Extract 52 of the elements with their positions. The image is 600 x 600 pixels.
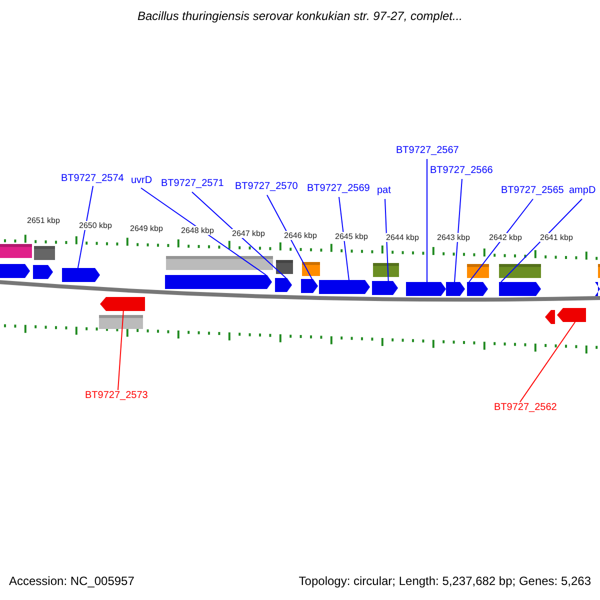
gene-feature — [545, 310, 555, 324]
accession-text: Accession: NC_005957 — [9, 574, 134, 588]
scale-label: 2647 kbp — [232, 229, 265, 238]
scale-label: 2643 kbp — [437, 233, 470, 242]
scale-label: 2646 kbp — [284, 231, 317, 240]
gene-label: BT9727_2569 — [307, 183, 370, 195]
scale-label: 2648 kbp — [181, 226, 214, 235]
gene-label: BT9727_2566 — [430, 165, 493, 177]
topology-text: Topology: circular; Length: 5,237,682 bp; Genes: 5,263 — [298, 574, 591, 588]
gene-label: BT9727_2562 — [494, 402, 557, 414]
leader-line — [468, 198, 534, 282]
scale-label: 2645 kbp — [335, 232, 368, 241]
leader-line — [500, 198, 582, 282]
gene-label: uvrD — [131, 175, 152, 187]
gene-feature — [100, 297, 145, 311]
leader-line — [384, 198, 389, 282]
title: Bacillus thuringiensis serovar konkukian str. 97-27, complet... — [136, 9, 464, 23]
leader-line — [77, 186, 94, 268]
scale-label: 2642 kbp — [489, 233, 522, 242]
leader-line — [426, 158, 428, 282]
gene-label: pat — [377, 185, 391, 197]
gene-label: BT9727_2570 — [235, 181, 298, 193]
gene-feature — [499, 282, 541, 296]
gene-feature — [62, 268, 100, 282]
gene-feature — [446, 282, 465, 296]
gene-label: BT9727_2571 — [161, 178, 224, 190]
scale-label: 2651 kbp — [27, 216, 60, 225]
leader-line — [140, 188, 266, 276]
scale-label: 2649 kbp — [130, 224, 163, 233]
gene-label: BT9727_2574 — [61, 173, 124, 185]
leader-line — [520, 322, 576, 402]
leader-line — [266, 194, 312, 280]
gene-feature — [467, 282, 488, 296]
gene-feature — [372, 281, 398, 295]
gene-feature — [595, 282, 600, 296]
gene-label: BT9727_2565 — [501, 185, 564, 197]
gene-feature — [33, 265, 53, 279]
gene-feature — [0, 264, 30, 278]
gene-feature — [557, 308, 586, 322]
leader-line — [454, 178, 462, 282]
leader-line — [192, 192, 286, 278]
scale-label: 2650 kbp — [79, 221, 112, 230]
gene-feature — [301, 279, 318, 293]
gene-label: BT9727_2567 — [396, 145, 459, 157]
leader-line — [338, 196, 350, 280]
leader-line — [118, 310, 124, 390]
gene-label: BT9727_2573 — [85, 390, 148, 402]
scale-label: 2641 kbp — [540, 233, 573, 242]
gene-label: ampD — [569, 185, 596, 197]
scale-label: 2644 kbp — [386, 233, 419, 242]
gene-feature — [275, 278, 292, 292]
gene-feature — [165, 275, 272, 289]
